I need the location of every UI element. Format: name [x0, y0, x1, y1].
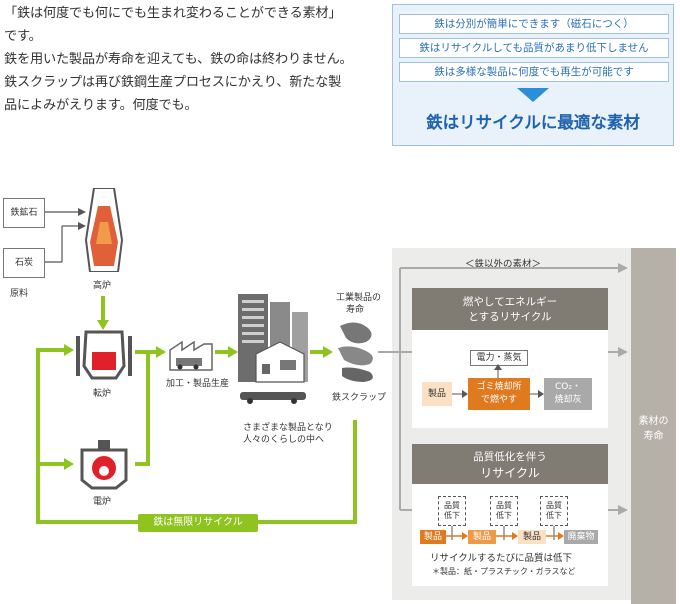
degrade-note: ＊製品：紙・プラスチック・ガラスなど [432, 567, 576, 576]
city-products-icon [238, 294, 308, 404]
burn-recycle-title-2: とするリサイクル [468, 311, 552, 323]
waste-chip: 廃棄物 [564, 530, 598, 544]
industrial-label-2: 寿命 [346, 305, 365, 315]
product-chip: 製品 [518, 530, 546, 544]
products-caption-2: 人々のくらしの中へ [243, 435, 325, 445]
quality-drop-label-2: 低下 [444, 511, 460, 520]
end-of-life-label-2: 寿命 [643, 431, 664, 442]
raw-materials-label: 原料 [10, 289, 29, 299]
degrade-recycle-box: 品質低化を伴う リサイクル 品質 低下 品質 低下 品質 低下 製品 製品 製品… [412, 444, 608, 586]
degrade-recycle-title-1: 品質低化を伴う [473, 451, 547, 463]
incinerator-box: ゴミ焼却所 で燃やす [468, 378, 530, 410]
intro-line: です。 [4, 29, 42, 44]
electric-furnace-label: 電炉 [93, 497, 112, 507]
intro-line: 「鉄は何度でも何にでも生まれ変わることができる素材」 [4, 6, 342, 21]
converter-label: 転炉 [93, 389, 112, 399]
quality-drop-label-1: 品質 [546, 501, 562, 510]
intro-line: 鉄スクラップは再び鉄鋼生産プロセスにかえり、新たな製 [4, 75, 342, 90]
quality-drop-label-1: 品質 [444, 501, 460, 510]
scrap-label: 鉄スクラップ [332, 393, 387, 403]
degrade-recycle-header: 品質低化を伴う リサイクル [412, 444, 608, 484]
industrial-label-1: 工業製品の [336, 293, 382, 303]
incinerator-label-1: ゴミ焼却所 [476, 382, 522, 392]
product-box: 製品 [422, 382, 452, 406]
end-of-life-label-1: 素材の [638, 416, 669, 427]
incinerator-label-2: で燃やす [480, 395, 517, 405]
factory-icon [169, 340, 213, 371]
co2-ash-label-1: CO₂・ [555, 382, 581, 392]
product-chip: 製品 [468, 530, 496, 544]
co2-ash-label-2: 焼却灰 [554, 395, 582, 405]
intro-line: 品によみがえります。何度でも。 [4, 98, 198, 113]
end-of-life-column: 素材の 寿命 [631, 248, 676, 604]
burn-recycle-title-1: 燃やしてエネルギー [462, 296, 558, 308]
burn-recycle-header: 燃やしてエネルギー とするリサイクル [412, 288, 608, 330]
burn-recycle-box: 燃やしてエネルギー とするリサイクル 電力・蒸気 製品 ゴミ焼却所 で燃やす C… [412, 288, 608, 428]
non-iron-title: ＜鉄以外の素材＞ [465, 259, 542, 270]
infinite-recycle-badge: 鉄は無限リサイクル [138, 514, 258, 532]
electric-furnace-icon [80, 440, 128, 490]
products-caption-1: さまざまな製品となり [243, 423, 333, 433]
benefit-item: 鉄はリサイクルしても品質があまり低下しません [399, 38, 669, 58]
coal-box: 石炭 [3, 248, 45, 278]
degrade-caption: リサイクルするたびに品質は低下 [430, 553, 573, 564]
co2-ash-box: CO₂・ 焼却灰 [544, 378, 592, 410]
blast-furnace-icon [84, 188, 124, 272]
quality-drop-label-2: 低下 [496, 511, 512, 520]
product-chip: 製品 [420, 530, 446, 544]
degrade-arrows [444, 526, 564, 540]
scrap-pile-icon [338, 322, 373, 382]
iron-ore-box: 鉄鉱石 [3, 198, 45, 228]
quality-drop-box: 品質 低下 [490, 496, 518, 526]
quality-drop-box: 品質 低下 [438, 496, 466, 526]
quality-drop-box: 品質 低下 [540, 496, 568, 526]
benefit-item: 鉄は分別が簡単にできます（磁石につく） [399, 14, 669, 34]
degrade-recycle-title-2: リサイクル [480, 466, 540, 480]
quality-drop-label-2: 低下 [546, 511, 562, 520]
benefits-conclusion: 鉄はリサイクルに最適な素材 [426, 113, 640, 132]
blast-furnace-label: 高炉 [93, 281, 112, 291]
intro-line: 鉄を用いた製品が寿命を迎えても、鉄の命は終わりません。 [4, 52, 353, 67]
burn-arrows [452, 364, 544, 398]
benefits-box: 鉄は分別が簡単にできます（磁石につく） 鉄はリサイクルしても品質があまり低下しま… [392, 4, 674, 146]
benefit-item: 鉄は多様な製品に何度でも再生が可能です [399, 62, 669, 82]
converter-icon [76, 330, 132, 380]
quality-drop-label-1: 品質 [496, 501, 512, 510]
intro-text: 「鉄は何度でも何にでも生まれ変わることができる素材」 です。 鉄を用いた製品が寿… [4, 2, 384, 117]
down-arrow-icon [517, 88, 549, 102]
processing-label: 加工・製品生産 [166, 379, 230, 389]
